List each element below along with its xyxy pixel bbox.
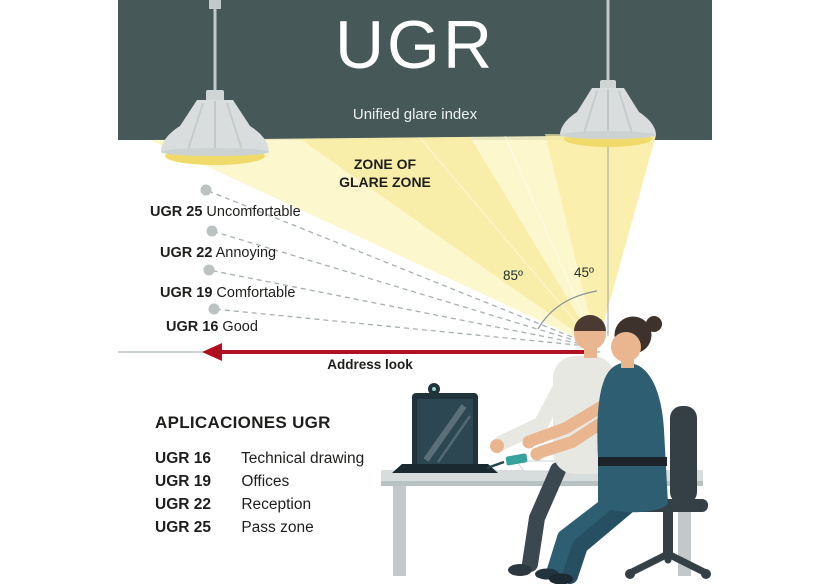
app-ugr16-label: Technical drawing [241,450,365,467]
scale-row-ugr22: UGR 22 Annoying [160,245,276,261]
angle-arc [537,290,598,330]
app-ugr25-value: UGR 25 [155,519,211,536]
sightline-dashes [205,189,598,348]
app-ugr22-label: Reception [241,496,312,513]
scale-ugr22-desc: Annoying [215,245,277,261]
scale-ugr22-value: UGR 22 [160,245,213,261]
page-title: UGR [334,7,496,83]
person-pointing [522,316,668,584]
applications-title: APLICACIONES UGR [155,413,331,432]
right-pendant-lamp [560,0,656,147]
application-row: UGR 16 Technical drawing [155,450,364,468]
left-pendant-lamp [161,0,269,165]
scale-dots [200,184,220,315]
application-row: UGR 25 Pass zone [155,519,314,537]
app-ugr19-value: UGR 19 [155,473,211,490]
app-ugr19-label: Offices [241,473,290,490]
angle-85-label: 85º [503,268,523,283]
glare-zone-label: ZONE OF GLARE ZONE [310,155,460,191]
angle-45-label: 45º [574,265,594,280]
scale-ugr25-value: UGR 25 [150,204,203,220]
glare-zone-line1: ZONE OF [353,156,417,172]
scale-row-ugr16: UGR 16 Good [166,319,258,335]
scale-ugr25-desc: Uncomfortable [206,204,301,220]
glare-zone-line2: GLARE ZONE [339,174,431,190]
hair [574,315,606,331]
app-ugr25-label: Pass zone [241,519,314,536]
scale-ugr19-desc: Comfortable [216,285,296,301]
scale-row-ugr25: UGR 25 Uncomfortable [150,204,301,220]
scale-ugr16-desc: Good [222,319,258,335]
gaze-arrow [202,343,584,361]
app-ugr22-value: UGR 22 [155,496,211,513]
scale-row-ugr19: UGR 19 Comfortable [160,285,295,301]
laptop [392,383,498,473]
scale-ugr19-value: UGR 19 [160,285,213,301]
app-ugr16-value: UGR 16 [155,450,211,467]
page-subtitle: Unified glare index [352,106,478,123]
glare-beams [150,134,656,348]
hair-bun [646,316,662,332]
scale-ugr16-value: UGR 16 [166,319,219,335]
desk-items [486,453,528,470]
belt [598,457,667,466]
gaze-direction-label: Address look [327,357,413,372]
application-row: UGR 22 Reception [155,496,311,514]
application-row: UGR 19 Offices [155,473,289,491]
